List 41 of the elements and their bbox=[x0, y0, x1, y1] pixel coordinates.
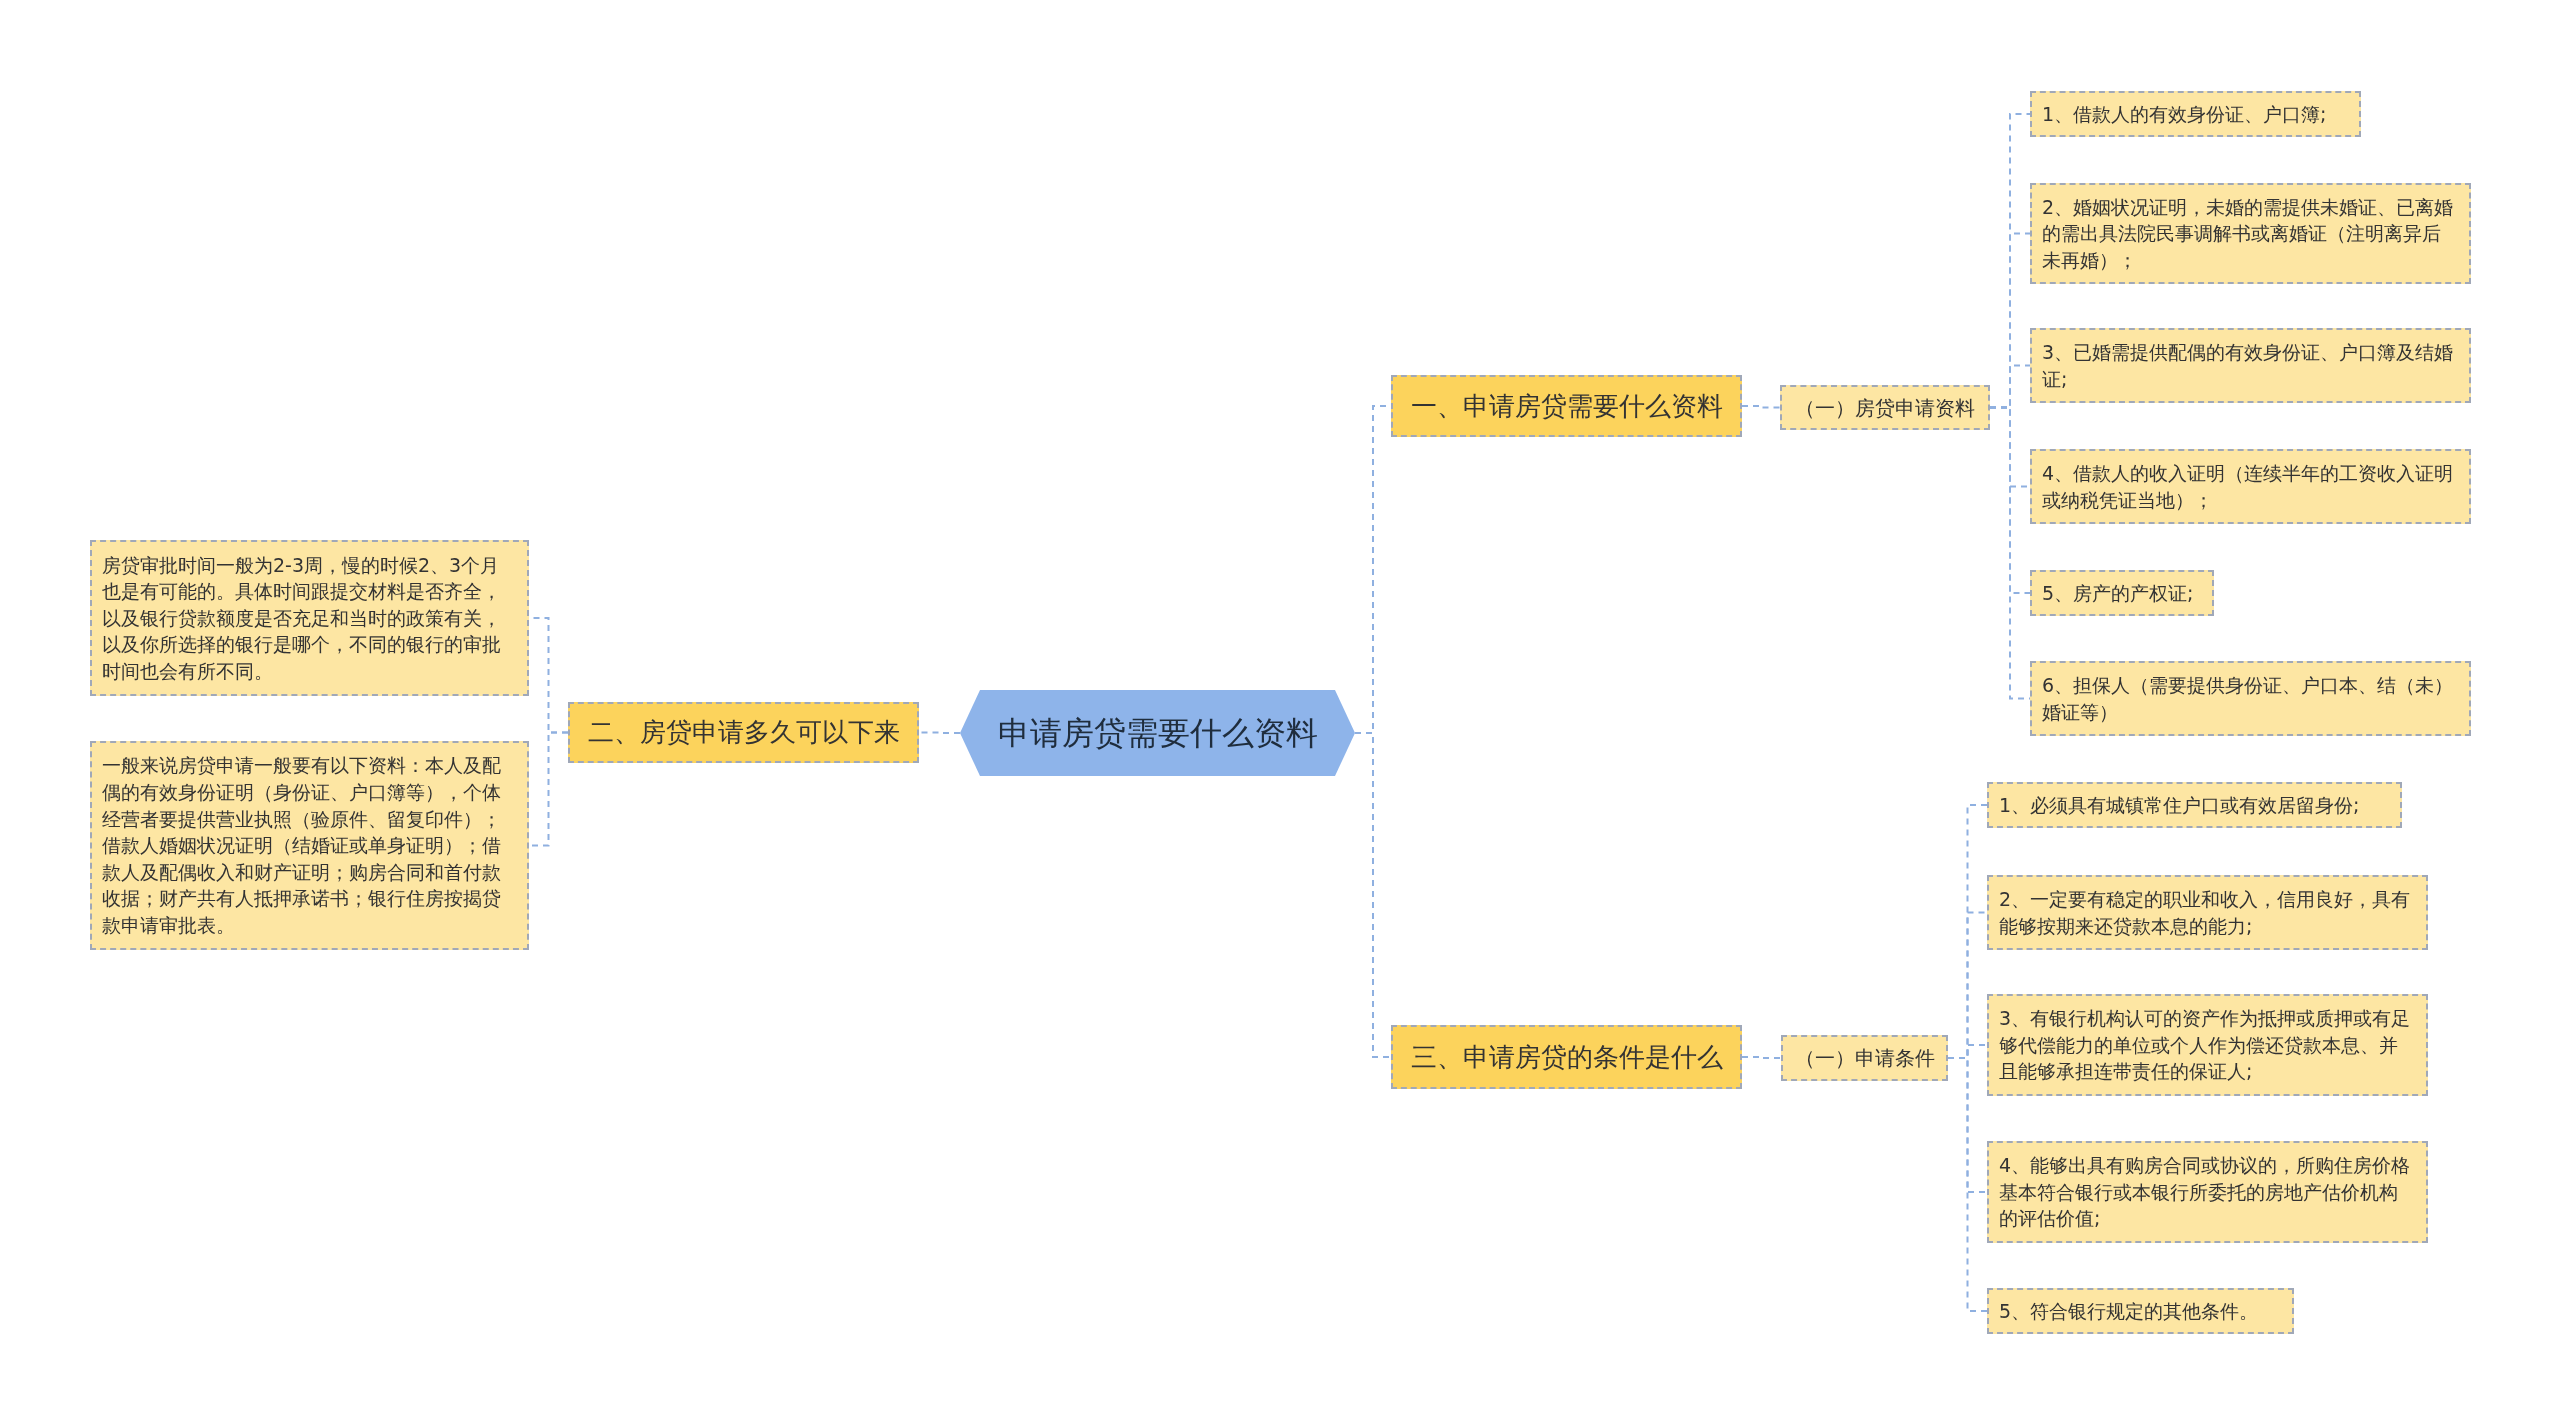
leaf-topic bbox=[2030, 449, 2471, 524]
branch-topic bbox=[1391, 1025, 1742, 1089]
topic-text: 2、婚姻状况证明，未婚的需提供未婚证、已离婚的需出具法院民事调解书或离婚证（注明离异后未再婚）； bbox=[2042, 194, 2455, 273]
topic-text: （一）房贷申请资料 bbox=[1795, 394, 1975, 422]
topic-text: 1、必须具有城镇常住户口或有效居留身份; bbox=[1999, 792, 2360, 818]
subtopic-box bbox=[1780, 385, 1990, 430]
topic-text: 一、申请房贷需要什么资料 bbox=[1410, 389, 1723, 423]
leaf-topic bbox=[2030, 328, 2471, 403]
topic-text: 三、申请房贷的条件是什么 bbox=[1410, 1040, 1723, 1074]
leaf-topic bbox=[1987, 782, 2402, 828]
topic-text: 3、有银行机构认可的资产作为抵押或质押或有足够代偿能力的单位或个人作为偿还贷款本息、并且能够承担连带责任的保证人; bbox=[1999, 1006, 2412, 1085]
topic-text: 一般来说房贷申请一般要有以下资料：本人及配偶的有效身份证明（身份证、户口簿等），个体经营者要提供营业执照（验原件、留复印件）；借款人婚姻状况证明（结婚证或单身证明）；借款人及配偶收入和财产证明；购房合同和首付款收据；财产共有人抵押承诺书；银行住房按揭贷款申请审批表。 bbox=[102, 753, 502, 938]
topic-text: 申请房贷需要什么资料 bbox=[997, 712, 1318, 754]
connector-line bbox=[1947, 1057, 1988, 1312]
leaf-topic bbox=[2030, 183, 2471, 284]
leaf-topic bbox=[1987, 1288, 2294, 1334]
connector-line bbox=[1741, 405, 1781, 409]
topic-text: 4、借款人的收入证明（连续半年的工资收入证明或纳税凭证当地）； bbox=[2042, 460, 2455, 513]
leaf-topic bbox=[90, 741, 529, 950]
topic-text: 6、担保人（需要提供身份证、户口本、结（未）婚证等） bbox=[2042, 672, 2455, 725]
topic-text: 5、符合银行规定的其他条件。 bbox=[1999, 1298, 2259, 1324]
topic-text: 1、借款人的有效身份证、户口簿; bbox=[2042, 101, 2327, 127]
connector-line bbox=[1354, 732, 1392, 1058]
topic-text: 5、房产的产权证; bbox=[2042, 580, 2194, 606]
leaf-topic bbox=[90, 540, 529, 696]
subtopic-box bbox=[1781, 1035, 1948, 1081]
leaf-topic bbox=[1987, 994, 2428, 1096]
connector-line bbox=[1741, 1056, 1782, 1059]
branch-topic bbox=[568, 702, 919, 763]
leaf-topic bbox=[1987, 1141, 2428, 1243]
topic-text: 4、能够出具有购房合同或协议的，所购住房价格基本符合银行或本银行所委托的房地产估价机构的评估价值; bbox=[1999, 1153, 2412, 1232]
topic-text: 房贷审批时间一般为2-3周，慢的时候2、3个月也是有可能的。具体时间跟提交材料是否齐全，以及银行贷款额度是否充足和当时的政策有关，以及你所选择的银行是哪个，不同的银行的审批时间也会有所不同。 bbox=[102, 552, 502, 684]
leaf-topic bbox=[2030, 570, 2214, 616]
topic-text: 3、已婚需提供配偶的有效身份证、户口簿及结婚证; bbox=[2042, 339, 2455, 392]
topic-text: （一）申请条件 bbox=[1794, 1045, 1935, 1072]
leaf-topic bbox=[2030, 661, 2471, 736]
leaf-topic bbox=[2030, 91, 2361, 137]
branch-topic bbox=[1391, 375, 1742, 437]
topic-text: 二、房贷申请多久可以下来 bbox=[587, 716, 900, 750]
leaf-topic bbox=[1987, 875, 2428, 950]
topic-text: 2、一定要有稳定的职业和收入，信用良好，具有能够按期来还贷款本息的能力; bbox=[1999, 886, 2412, 939]
